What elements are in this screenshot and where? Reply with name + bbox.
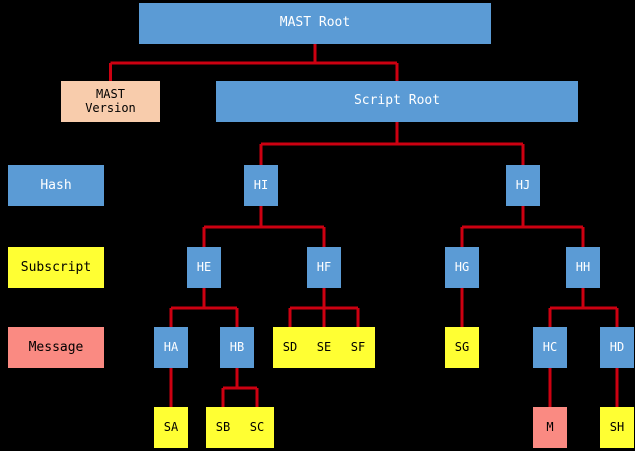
node-sa[interactable]: SA	[154, 407, 188, 448]
node-mast-root[interactable]: MAST Root	[139, 3, 491, 44]
node-hh-label: HH	[575, 259, 591, 274]
node-hg-label: HG	[454, 259, 470, 274]
node-sf[interactable]: SF	[341, 327, 375, 368]
node-sg-label: SG	[454, 339, 470, 354]
node-se-label: SE	[316, 339, 332, 354]
node-hd[interactable]: HD	[600, 327, 634, 368]
node-sb[interactable]: SB	[206, 407, 240, 448]
legend-item-hash[interactable]: Hash	[8, 165, 104, 206]
node-hj[interactable]: HJ	[506, 165, 540, 206]
node-sh-label: SH	[609, 419, 625, 434]
node-m[interactable]: M	[533, 407, 567, 448]
node-sg[interactable]: SG	[445, 327, 479, 368]
legend-item-subscript-label: Subscript	[20, 260, 92, 275]
node-hh[interactable]: HH	[566, 247, 600, 288]
node-hf[interactable]: HF	[307, 247, 341, 288]
node-hi-label: HI	[253, 177, 269, 192]
node-hb-label: HB	[229, 339, 245, 354]
node-ha[interactable]: HA	[154, 327, 188, 368]
legend-item-message[interactable]: Message	[8, 327, 104, 368]
node-sc-label: SC	[249, 419, 265, 434]
node-m-label: M	[546, 419, 554, 434]
node-hc[interactable]: HC	[533, 327, 567, 368]
node-hj-label: HJ	[515, 177, 531, 192]
node-mast-root-label: MAST Root	[279, 15, 351, 31]
node-sd-label: SD	[282, 339, 298, 354]
node-ha-label: HA	[163, 339, 179, 354]
node-mast-version-label: MAST Version	[85, 87, 136, 115]
node-hi[interactable]: HI	[244, 165, 278, 206]
node-he[interactable]: HE	[187, 247, 221, 288]
node-hb[interactable]: HB	[220, 327, 254, 368]
legend-item-subscript[interactable]: Subscript	[8, 247, 104, 288]
node-sh[interactable]: SH	[600, 407, 634, 448]
node-se[interactable]: SE	[307, 327, 341, 368]
node-sc[interactable]: SC	[240, 407, 274, 448]
node-sa-label: SA	[163, 419, 179, 434]
node-script-root-label: Script Root	[353, 93, 441, 109]
node-mast-version[interactable]: MAST Version	[61, 81, 160, 122]
legend-item-message-label: Message	[28, 340, 84, 355]
node-hc-label: HC	[542, 339, 558, 354]
legend-item-hash-label: Hash	[40, 178, 72, 193]
node-sf-label: SF	[350, 339, 366, 354]
node-he-label: HE	[196, 259, 212, 274]
node-sb-label: SB	[215, 419, 231, 434]
node-hg[interactable]: HG	[445, 247, 479, 288]
node-hf-label: HF	[316, 259, 332, 274]
node-script-root[interactable]: Script Root	[216, 81, 578, 122]
node-sd[interactable]: SD	[273, 327, 307, 368]
node-hd-label: HD	[609, 339, 625, 354]
